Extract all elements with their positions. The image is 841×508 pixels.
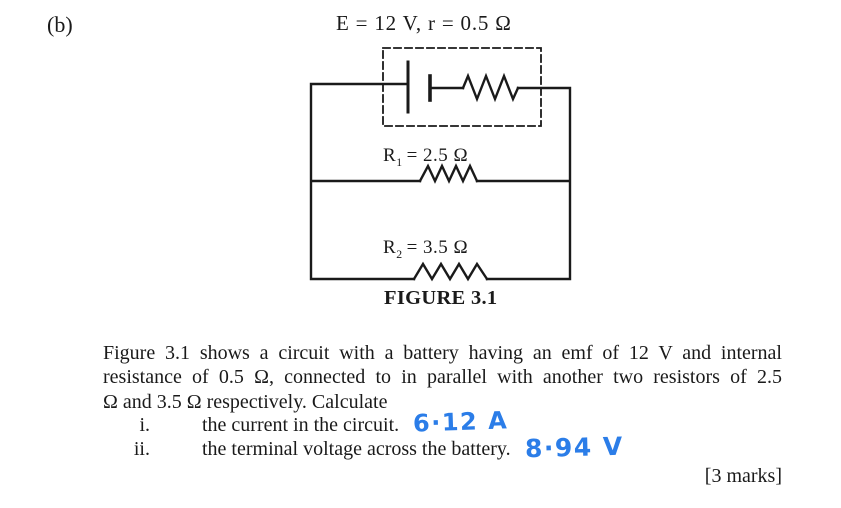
resistor-r1-value: = 2.5 Ω [406,145,469,166]
circuit-wires [309,82,572,281]
battery-dashed-box [382,47,542,127]
resistor-r2-subscript: 2 [396,247,403,261]
item-numeral: i. [139,414,150,436]
question-item-i: i. the current in the circuit. 6·12 A [130,406,508,437]
handwritten-answer-voltage: 8·94 V [524,431,624,464]
resistor-r2-value: = 3.5 Ω [406,237,469,258]
resistor-r1-zigzag [418,163,479,184]
item-numeral: ii. [133,438,150,460]
resistor-r1-subscript: 1 [396,155,403,169]
question-paragraph: Figure 3.1 shows a circuit with a batter… [103,341,782,414]
paragraph-line: Figure 3.1 shows a circuit with a batter… [103,342,782,364]
resistor-r2-symbol: R [383,237,397,258]
handwritten-answer-current: 6·12 A [412,406,509,438]
question-item-ii: ii. the terminal voltage across the batt… [130,432,624,464]
paragraph-line: Ω and 3.5 Ω respectively. Calculate [103,390,388,413]
item-text: the current in the circuit. [202,414,400,436]
marks-allocation: [3 marks] [704,465,782,487]
resistor-r2-zigzag [412,261,489,282]
resistor-r1-symbol: R [383,145,397,166]
figure-caption: FIGURE 3.1 [384,287,498,309]
resistor-r1-label: R1= 2.5 Ω [383,145,468,170]
internal-resistor-zigzag [461,72,520,103]
battery-emf-label: E = 12 V, r = 0.5 Ω [336,11,512,35]
paragraph-line: resistance of 0.5 Ω, connected to in par… [103,366,782,389]
question-part-label: (b) [47,12,73,37]
resistor-r2-label: R2= 3.5 Ω [383,237,468,262]
item-text: the terminal voltage across the battery. [202,438,511,460]
